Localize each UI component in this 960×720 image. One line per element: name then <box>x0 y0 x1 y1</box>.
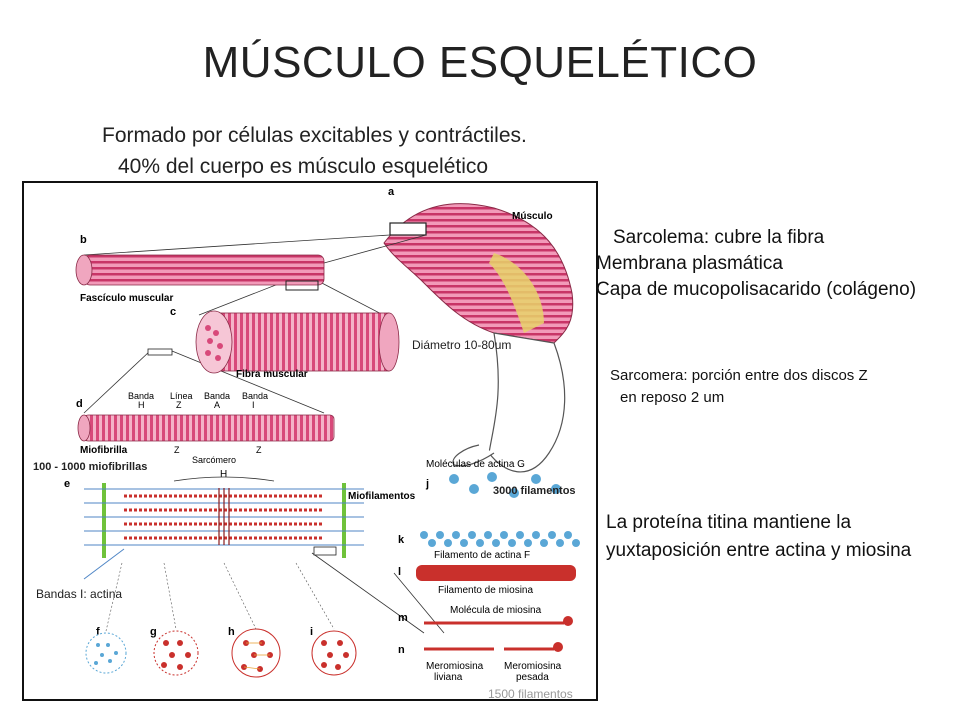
label-meromiosina-pesada-2: pesada <box>516 672 549 683</box>
diametro-annotation: Diámetro 10-80um <box>412 338 512 352</box>
miofilamentos-diagram <box>84 476 364 558</box>
label-g: g <box>150 626 157 638</box>
label-banda-i-1: Banda <box>242 391 268 401</box>
label-z-right: Z <box>256 445 262 455</box>
label-k: k <box>398 534 405 546</box>
label-b: b <box>80 234 87 246</box>
actin-g-molecules <box>449 472 561 498</box>
subtitle-line-2: 40% del cuerpo es músculo esquelético <box>118 155 489 178</box>
sarcomera-text-2: en reposo 2 um <box>620 389 725 406</box>
label-fasciculo: Fascículo muscular <box>80 293 173 304</box>
cross-sections <box>85 562 357 678</box>
label-fil-miosina: Filamento de miosina <box>438 585 533 596</box>
bullet-membrana: Membrana plasmática <box>596 253 783 274</box>
label-linea-z-2: Z <box>176 400 182 410</box>
label-sarcomero: Sarcómero <box>192 455 236 465</box>
label-z-left: Z <box>174 445 180 455</box>
bullet-capa: Capa de mucopolisacarido (colágeno) <box>596 279 917 300</box>
label-banda-h-2: H <box>138 400 145 410</box>
muscle-structure-figure: a Músculo b Fascículo muscular c Fibra m… <box>22 181 598 701</box>
muscle-diagram-svg: a Músculo b Fascículo muscular c Fibra m… <box>64 186 580 683</box>
label-fibra: Fibra muscular <box>236 369 308 380</box>
label-banda-i-2: I <box>252 400 255 410</box>
label-banda-a-2: A <box>214 400 220 410</box>
label-miofilamentos: Miofilamentos <box>348 491 416 502</box>
label-n: n <box>398 644 405 656</box>
label-e: e <box>64 478 70 490</box>
label-actina-g: Moléculas de actina G <box>426 459 525 470</box>
label-meromiosina-liviana-1: Meromiosina <box>426 661 484 672</box>
label-h-panel: h <box>228 626 235 638</box>
titina-text-2: yuxtaposición entre actina y miosina <box>606 540 912 561</box>
label-banda-a-1: Banda <box>204 391 230 401</box>
miofibrilla <box>77 414 335 442</box>
label-f: f <box>96 626 100 638</box>
label-h-zone: H <box>220 469 227 480</box>
label-musculo: Músculo <box>512 211 553 222</box>
arm-illustration <box>383 203 574 473</box>
sarcomera-text-1: Sarcomera: porción entre dos discos Z <box>610 367 868 384</box>
actin-f-filament <box>420 531 580 547</box>
bandas-i-annotation: Bandas I: actina <box>36 587 123 601</box>
titina-text-1: La proteína titina mantiene la <box>606 512 852 533</box>
label-l: l <box>398 566 401 578</box>
myosin-molecule <box>424 616 573 626</box>
label-mol-miosina: Molécula de miosina <box>450 605 542 616</box>
label-c: c <box>170 306 176 318</box>
label-meromiosina-pesada-1: Meromiosina <box>504 661 562 672</box>
label-meromiosina-liviana-2: liviana <box>434 672 463 683</box>
meromyosin <box>424 642 563 652</box>
miofibrillas-annotation: 100 - 1000 miofibrillas <box>33 461 148 473</box>
label-banda-h-1: Banda <box>128 391 154 401</box>
filamentos-1500-annotation: 1500 filamentos <box>488 687 573 701</box>
zoom-connector-lines <box>83 234 445 634</box>
fibra-muscular <box>147 310 400 374</box>
label-a: a <box>388 186 395 198</box>
label-j: j <box>425 478 429 490</box>
sarcolema-text: Sarcolema: cubre la fibra <box>613 227 825 248</box>
label-d: d <box>76 398 83 410</box>
fasciculo-bundle <box>75 254 325 291</box>
label-actina-f: Filamento de actina F <box>434 550 530 561</box>
slide-title: MÚSCULO ESQUELÉTICO <box>202 38 758 87</box>
bandas-i-pointer <box>83 548 125 580</box>
label-miofibrilla: Miofibrilla <box>80 445 128 456</box>
myosin-filament-shape <box>416 565 576 581</box>
label-linea-z-1: Línea <box>170 391 193 401</box>
label-m: m <box>398 612 408 624</box>
filamentos-3000-annotation: 3000 filamentos <box>493 485 576 497</box>
subtitle-line-1: Formado por células excitables y contrác… <box>102 124 527 147</box>
label-i-panel: i <box>310 626 313 638</box>
